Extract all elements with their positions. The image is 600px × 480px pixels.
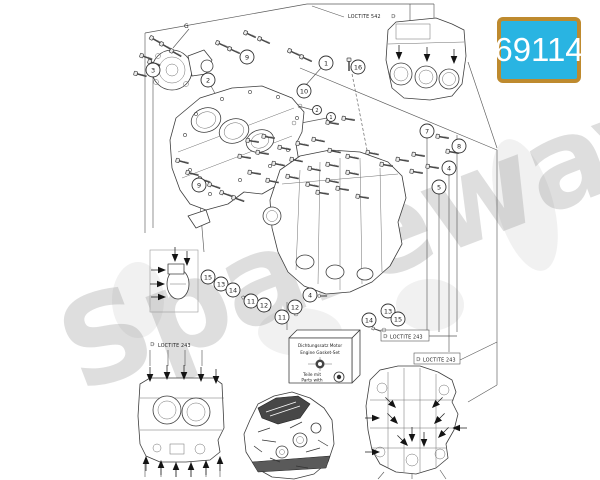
part-number-badge: 69114 — [494, 17, 584, 83]
part-number: 69114 — [494, 31, 584, 68]
svg-text:15: 15 — [204, 273, 212, 281]
svg-text:2: 2 — [206, 76, 210, 84]
crankcase-upper-iso — [169, 85, 305, 229]
crankcase-side-view — [364, 365, 468, 475]
svg-text:5: 5 — [437, 183, 441, 191]
detail-g-label: G — [184, 23, 189, 30]
callout-9: 9 — [239, 49, 255, 65]
callout-12: 12 — [256, 297, 272, 313]
svg-text:13: 13 — [384, 307, 392, 315]
callout-12b: 12 — [287, 299, 303, 315]
svg-text:9: 9 — [197, 181, 201, 189]
svg-text:11: 11 — [247, 297, 255, 305]
crankcase-front-view — [137, 364, 225, 478]
engine-assembly-view — [243, 391, 335, 480]
svg-text:3: 3 — [151, 66, 155, 74]
callout-15b: 15 — [390, 311, 406, 327]
callout-16: 16 — [350, 59, 366, 75]
parts-with-icon — [333, 371, 345, 383]
callout-4: 4 — [441, 160, 457, 176]
callout-5: 5 — [431, 179, 447, 195]
callout-11b: 11 — [274, 309, 290, 325]
crankcase-lower-iso — [262, 149, 407, 295]
svg-text:9: 9 — [245, 53, 249, 61]
callout-9b: 9 — [191, 177, 207, 193]
gasket-title-en: Engine Gasket-Set — [300, 350, 340, 356]
callouts-group: 3 2 9 9 1 16 10 2 1 7 8 4 5 4 15 13 14 1… — [145, 49, 467, 328]
cylinder-block-top-view — [385, 17, 467, 101]
svg-text:14: 14 — [229, 286, 237, 294]
gasket-title-de: Dichtungssatz Motor — [298, 343, 343, 349]
callout-15: 15 — [200, 269, 216, 285]
svg-text:16: 16 — [354, 63, 362, 71]
small-part-detail — [149, 246, 199, 313]
loctite-243-label-upper-right: LOCTITE 243 — [390, 335, 423, 341]
callout-1-small: 1 — [326, 112, 336, 122]
svg-text:13: 13 — [217, 280, 225, 288]
callout-2-small: 2 — [312, 105, 322, 115]
callout-3: 3 — [145, 62, 161, 78]
glue-tube-icon — [391, 14, 396, 19]
loctite-542-label: LOCTITE 542 — [348, 14, 381, 20]
callout-14: 14 — [225, 282, 241, 298]
svg-text:1: 1 — [329, 115, 332, 121]
glue-tube-icon — [150, 342, 155, 347]
svg-text:11: 11 — [278, 313, 286, 321]
gasket-note-de: Teile mit — [302, 372, 321, 378]
loctite-243-label-left: LOCTITE 243 — [158, 343, 191, 349]
gasket-note-en: Parts with — [301, 378, 322, 384]
svg-text:12: 12 — [291, 303, 299, 311]
adhesive-labels: LOCTITE 542 LOCTITE 243 LOCTITE 243 LOCT… — [150, 14, 461, 365]
gasket-set-box: Dichtungssatz Motor Engine Gasket-Set Te… — [288, 329, 361, 384]
callout-8: 8 — [451, 138, 467, 154]
gasket-icon — [308, 357, 332, 371]
svg-text:2: 2 — [315, 108, 318, 114]
glue-tube-icon — [383, 334, 388, 339]
svg-text:4: 4 — [447, 164, 451, 172]
glue-tube-icon — [416, 357, 421, 362]
callout-11: 11 — [243, 293, 259, 309]
svg-text:7: 7 — [425, 127, 429, 135]
svg-text:1: 1 — [324, 59, 328, 67]
callout-13b: 13 — [380, 303, 396, 319]
callout-4b: 4 — [302, 287, 318, 303]
callout-13: 13 — [213, 276, 229, 292]
callout-2: 2 — [200, 72, 216, 88]
loctite-243-label-lower-right: LOCTITE 243 — [423, 358, 456, 364]
svg-text:4: 4 — [308, 291, 312, 299]
callout-14b: 14 — [361, 312, 377, 328]
callout-10: 10 — [296, 83, 312, 99]
callout-1: 1 — [318, 55, 334, 71]
svg-text:8: 8 — [457, 142, 461, 150]
svg-text:12: 12 — [260, 301, 268, 309]
svg-text:15: 15 — [394, 315, 402, 323]
callout-7: 7 — [419, 123, 435, 139]
svg-text:10: 10 — [300, 87, 308, 95]
svg-text:14: 14 — [365, 316, 373, 324]
